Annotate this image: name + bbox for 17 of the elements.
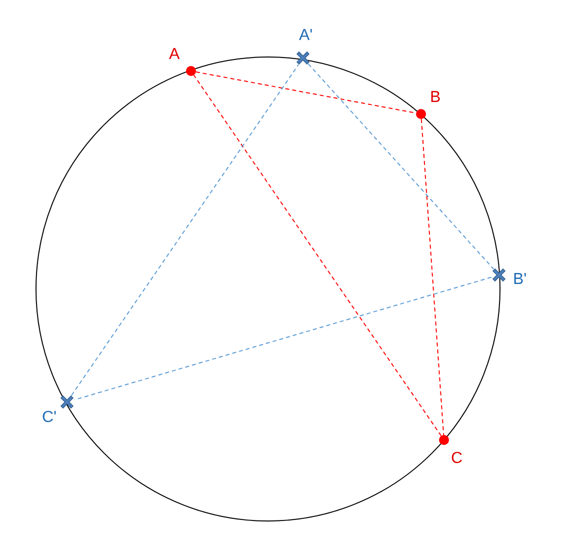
cross-marker [295,50,311,66]
point-dot [439,435,449,445]
point-dot [186,66,196,76]
point-label: B [430,89,441,107]
dashed-line [71,64,299,396]
dashed-line [420,118,444,436]
dashed-line [74,276,492,400]
point-label: A [169,46,180,64]
cross-marker [59,394,75,410]
dashed-line [308,63,494,270]
point-label: C [451,450,463,468]
point-label: A' [299,27,313,45]
point-label: B' [513,271,527,289]
point-dot [416,109,426,119]
point-label: C' [42,409,57,427]
cross-marker [491,267,507,283]
dashed-line [193,74,442,436]
